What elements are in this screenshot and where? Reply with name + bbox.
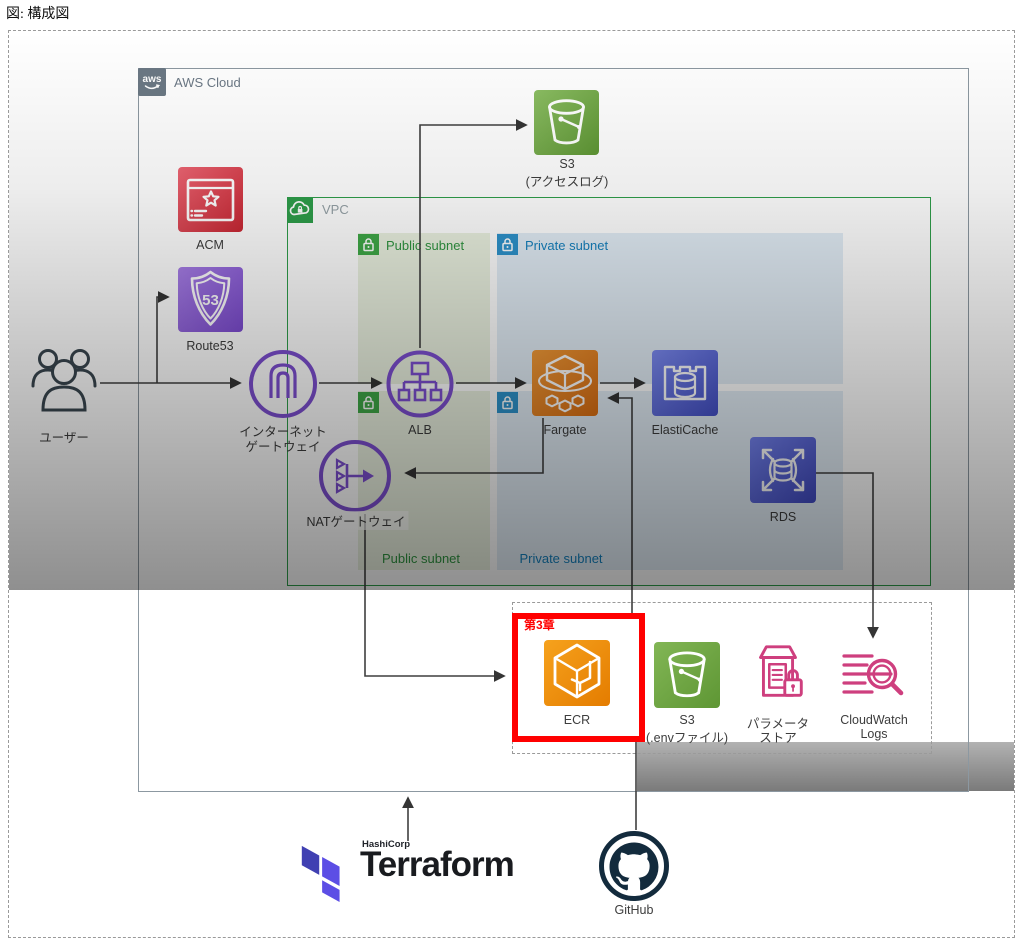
public-subnet-bottom-label: Public subnet xyxy=(381,551,461,566)
terraform-logo-icon xyxy=(298,842,354,907)
private-subnet-bottom-label: Private subnet xyxy=(519,551,603,566)
svg-text:aws: aws xyxy=(143,74,162,85)
cloudwatch-logs-label: CloudWatch xyxy=(840,713,908,727)
parameter-store-label2: ストア xyxy=(759,731,797,745)
internet-gateway-label2: ゲートウェイ xyxy=(245,440,321,454)
s3-env-icon xyxy=(654,642,720,708)
cloudwatch-logs-icon xyxy=(838,642,910,715)
s3-env-label: S3 xyxy=(679,713,695,727)
private-subnet-lock-icon xyxy=(497,392,518,413)
chapter-badge: 第3章 xyxy=(524,618,555,632)
ecr-icon xyxy=(544,640,610,706)
fargate-icon xyxy=(532,350,598,416)
internet-gateway-icon xyxy=(247,348,319,425)
github-label: GitHub xyxy=(614,903,654,917)
private-subnet-lock-icon xyxy=(497,234,518,255)
vpc-icon xyxy=(287,197,313,223)
user-icon xyxy=(28,344,100,427)
user-label: ユーザー xyxy=(39,431,89,445)
acm-icon xyxy=(178,167,243,232)
nat-gateway-label: NATゲートウェイ xyxy=(303,511,409,530)
diagram-outer-border xyxy=(8,30,1015,938)
aws-cloud-label: AWS Cloud xyxy=(174,75,241,90)
route53-icon: 53 xyxy=(178,267,243,332)
s3-access-log-sublabel: (アクセスログ) xyxy=(525,175,609,189)
internet-gateway-label: インターネット xyxy=(239,425,327,439)
ecr-label: ECR xyxy=(563,713,591,727)
alb-label: ALB xyxy=(408,423,432,437)
public-subnet-lock-icon xyxy=(358,234,379,255)
s3-access-log-icon xyxy=(534,90,599,155)
rds-label: RDS xyxy=(769,510,797,524)
parameter-store-icon xyxy=(745,638,811,715)
rds-icon xyxy=(750,437,816,503)
alb-icon xyxy=(385,349,455,424)
hashicorp-brand-label: HashiCorp xyxy=(362,839,411,850)
route53-label: Route53 xyxy=(186,339,234,353)
aws-logo-icon: aws xyxy=(138,68,166,96)
aws-cloud-container xyxy=(138,68,969,792)
github-icon xyxy=(598,830,670,907)
acm-label: ACM xyxy=(196,238,224,252)
cloudwatch-logs-label2: Logs xyxy=(860,727,888,741)
fargate-label: Fargate xyxy=(543,423,587,437)
elasticache-label: ElastiCache xyxy=(651,423,719,437)
terraform-label: Terraform xyxy=(360,845,515,884)
s3-access-log-label: S3 xyxy=(559,157,575,171)
gray-gradient-band xyxy=(637,742,1014,791)
parameter-store-label: パラメータ xyxy=(746,717,810,731)
svg-text:53: 53 xyxy=(202,292,219,309)
public-subnet-lock-icon xyxy=(358,392,379,413)
public-subnet-top-label: Public subnet xyxy=(386,238,465,253)
private-subnet-top-label: Private subnet xyxy=(525,238,609,253)
s3-env-sublabel: (.envファイル) xyxy=(646,731,728,745)
figure-caption: 図: 構成図 xyxy=(6,7,70,22)
nat-gateway-icon xyxy=(317,438,393,519)
elasticache-icon xyxy=(652,350,718,416)
vpc-label: VPC xyxy=(322,202,349,217)
